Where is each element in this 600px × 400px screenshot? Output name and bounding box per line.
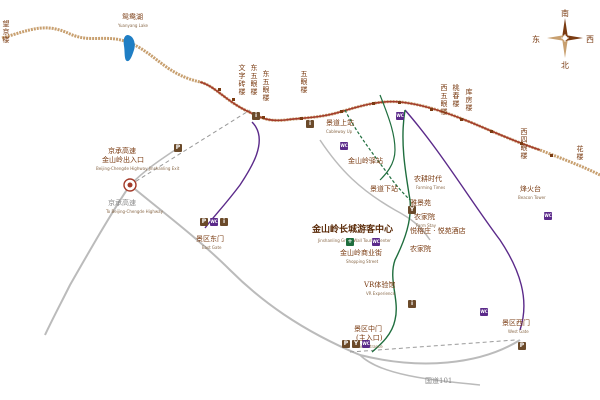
east-purple-road xyxy=(404,109,525,331)
compass-icon xyxy=(547,18,583,58)
dashed-link-1 xyxy=(129,109,251,186)
tourist-center-title-en: Jinshanling Great Wall Tourist Center xyxy=(318,238,391,243)
tourist-center-title[interactable]: 金山岭长城游客中心 xyxy=(312,225,394,235)
main-gate-label[interactable]: 景区中门 xyxy=(354,325,382,333)
green-trail-loop xyxy=(379,94,396,181)
farming-label-en: Farming Times xyxy=(416,185,446,190)
compass-east: 东 xyxy=(532,35,540,44)
expressway2-label: 京承高速 xyxy=(108,199,136,207)
west-purple-road xyxy=(204,121,260,229)
compass-west: 西 xyxy=(586,35,594,44)
tower-label-right3: 库房楼 xyxy=(465,88,473,112)
tower-label-right1: 西五眼楼 xyxy=(440,84,448,116)
lake-label: 鸳鸯湖 xyxy=(122,13,143,21)
toilet-icon[interactable]: WC xyxy=(480,308,488,316)
first-aid-icon[interactable]: + xyxy=(346,238,354,246)
tower-markers xyxy=(218,88,553,157)
toilet-icon[interactable]: WC xyxy=(362,340,370,348)
shopping-label[interactable]: 金山岭商业街 xyxy=(340,249,382,257)
food-icon[interactable]: Y xyxy=(352,340,360,348)
west-gate-label-en: West Gate xyxy=(508,329,529,334)
farming-label[interactable]: 农耕时代 xyxy=(414,175,442,183)
tower-label-left2: 东五眼楼 xyxy=(250,64,258,96)
parking-icon[interactable]: P xyxy=(174,144,182,152)
toilet-icon[interactable]: WC xyxy=(340,142,348,150)
pass-label: 望京楼 xyxy=(2,20,10,44)
grey-road-southwest xyxy=(44,184,131,336)
cableway-down-label[interactable]: 景道下站 xyxy=(370,185,398,193)
compass-south: 南 xyxy=(561,9,569,18)
cableway-label[interactable]: 景道上站 xyxy=(326,119,354,127)
tower-label-far-right: 西四眼楼 xyxy=(520,128,528,160)
beacon-label-en: Beacon Tower xyxy=(518,195,546,200)
farm2-label[interactable]: 农家院 xyxy=(410,245,431,253)
toilet-icon[interactable]: WC xyxy=(210,218,218,226)
info-icon[interactable]: i xyxy=(252,112,260,120)
lake-label-en: Yuanyang Lake xyxy=(118,23,148,28)
east-gate-label[interactable]: 景区东门 xyxy=(196,235,224,243)
grey-road-north xyxy=(319,139,431,241)
food-icon[interactable]: Y xyxy=(408,206,416,214)
tower-label-right2: 桃春楼 xyxy=(452,84,460,108)
farm-label[interactable]: 农家院 xyxy=(414,213,435,221)
tower-label-mid2: 五眼楼 xyxy=(300,70,308,94)
vr-label[interactable]: VR体验馆 xyxy=(364,281,396,289)
compass-rose: 南 北 东 西 xyxy=(532,8,594,70)
info-icon[interactable]: i xyxy=(220,218,228,226)
tower-label-left1: 文字砖楼 xyxy=(238,64,246,96)
vr-label-en: VR Experience xyxy=(366,291,396,296)
xiuquan-label[interactable]: 雅景苑 xyxy=(410,199,431,207)
dongji-label[interactable]: 金山岭驿站 xyxy=(348,157,383,165)
toilet-icon[interactable]: WC xyxy=(372,238,380,246)
tower-label-mid1: 东五眼楼 xyxy=(262,70,270,102)
expressway-exit-core xyxy=(127,182,133,188)
expressway-exit-label: 金山岭出入口 xyxy=(102,156,144,164)
parking-icon[interactable]: P xyxy=(200,218,208,226)
west-gate-label[interactable]: 景区西门 xyxy=(502,319,530,327)
beacon-label[interactable]: 烽火台 xyxy=(520,185,541,193)
shopping-label-en: Shopping Street xyxy=(346,259,379,264)
expressway-label: 京承高速 xyxy=(108,147,136,155)
yuhua-label[interactable]: 悦榕庄 · 悦苑酒店 xyxy=(410,227,466,235)
grey-road-south xyxy=(359,354,481,386)
grey-road-main xyxy=(129,184,521,365)
cableway-label-en: Cableway Up xyxy=(326,129,353,134)
expressway2-label-en: To Beijing-Chengde Highway xyxy=(106,209,163,214)
toilet-icon[interactable]: WC xyxy=(396,112,404,120)
parking-icon[interactable]: P xyxy=(342,340,350,348)
lake-shape xyxy=(123,35,135,62)
east-gate-label-en: East Gate xyxy=(202,245,222,250)
expressway-label-en: Beijing-Chengde Highway Jinshanling Exit xyxy=(96,166,180,171)
info-icon[interactable]: i xyxy=(408,300,416,308)
road-label: 国道101 xyxy=(425,377,453,385)
green-trail-main xyxy=(371,109,412,353)
parking-icon[interactable]: P xyxy=(518,342,526,350)
toilet-icon[interactable]: WC xyxy=(544,212,552,220)
main-gate-sub: (主入口) xyxy=(356,334,383,342)
tower-label-far-right2: 花楼 xyxy=(576,145,584,161)
farm-label-en: Farm Stay xyxy=(416,223,437,228)
green-trail-west xyxy=(344,109,411,201)
compass-north: 北 xyxy=(561,61,569,70)
great-wall-route xyxy=(1,26,600,177)
info-icon[interactable]: i xyxy=(306,120,314,128)
